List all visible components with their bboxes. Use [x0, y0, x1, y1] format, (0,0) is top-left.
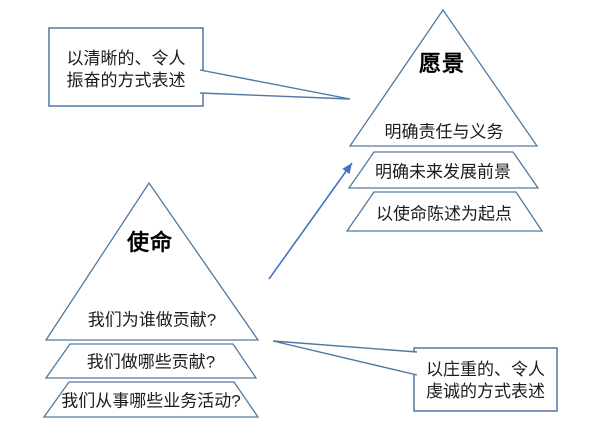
mission-to-vision-arrow: [268, 162, 353, 280]
vision-layer2-label: 明确未来发展前景: [375, 162, 511, 182]
vision-pyramid-top-shape: [348, 8, 539, 147]
mission-top-layer-label: 我们为谁做贡献?: [87, 310, 217, 330]
vision-callout-line2: 振奋的方式表述: [66, 71, 186, 90]
vision-pyramid-layer3-shape: [345, 191, 544, 232]
vision-top-layer-label: 明确责任与义务: [384, 122, 504, 142]
mission-pyramid-title: 使命: [126, 230, 174, 255]
mission-callout-tail: [272, 340, 418, 376]
vision-layer3-label: 以使命陈述为起点: [376, 204, 512, 224]
vision-callout-line1: 以清晰的、令人: [66, 49, 186, 68]
vision-pyramid-title: 愿景: [418, 51, 466, 76]
mission-pyramid-layer2-shape: [44, 343, 258, 379]
mission-layer2-label: 我们做哪些贡献?: [86, 352, 216, 372]
mission-pyramid-layer3-shape: [42, 381, 260, 418]
vision-callout-tail: [199, 69, 351, 100]
vision-callout-text: 以清晰的、令人 振奋的方式表述: [49, 28, 203, 106]
mission-callout-text: 以庄重的、令人 虔诚的方式表述: [414, 348, 557, 411]
mission-callout-line1: 以庄重的、令人: [426, 360, 545, 379]
vision-pyramid-layer2-shape: [347, 151, 540, 189]
mission-layer3-label: 我们从事哪些业务活动?: [61, 391, 241, 411]
mission-callout-line2: 虔诚的方式表述: [426, 382, 545, 401]
vision-callout-box: [48, 27, 204, 107]
mission-callout-box: [413, 347, 558, 412]
mission-pyramid-top-shape: [44, 181, 260, 341]
